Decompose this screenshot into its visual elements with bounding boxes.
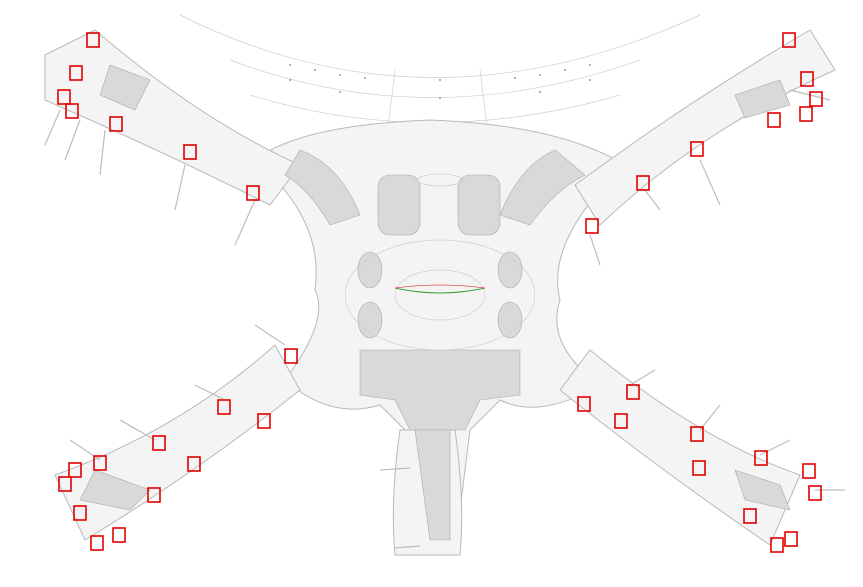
gate-marker[interactable] [799,106,813,122]
gate-marker[interactable] [743,508,757,524]
gate-marker[interactable] [690,141,704,157]
gate-marker[interactable] [782,32,796,48]
central-plaza [344,173,536,351]
approach-dots [289,64,591,99]
gate-marker[interactable] [217,399,231,415]
gate-marker[interactable] [68,462,82,478]
gate-marker[interactable] [73,505,87,521]
gate-marker[interactable] [809,91,823,107]
gate-marker[interactable] [770,537,784,553]
gate-marker[interactable] [112,527,126,543]
gate-marker[interactable] [86,32,100,48]
gate-marker[interactable] [614,413,628,429]
gate-marker[interactable] [257,413,271,429]
gate-marker[interactable] [147,487,161,503]
gate-marker[interactable] [636,175,650,191]
interior-areas [79,64,791,541]
gate-marker[interactable] [65,103,79,119]
gate-marker[interactable] [784,531,798,547]
gate-marker[interactable] [626,384,640,400]
gate-marker[interactable] [58,476,72,492]
gate-marker[interactable] [767,112,781,128]
gate-marker[interactable] [808,485,822,501]
gate-markers [57,32,823,553]
gate-marker[interactable] [69,65,83,81]
gate-marker[interactable] [284,348,298,364]
gate-marker[interactable] [690,426,704,442]
gate-marker[interactable] [90,535,104,551]
gate-marker[interactable] [577,396,591,412]
gate-marker[interactable] [800,71,814,87]
gate-marker[interactable] [692,460,706,476]
gate-marker[interactable] [802,463,816,479]
gate-marker[interactable] [585,218,599,234]
gate-marker[interactable] [57,89,71,105]
aircraft-stands [44,89,845,549]
gate-marker[interactable] [93,455,107,471]
gate-marker[interactable] [246,185,260,201]
gate-marker[interactable] [152,435,166,451]
gate-marker[interactable] [754,450,768,466]
gate-marker[interactable] [109,116,123,132]
gate-marker[interactable] [183,144,197,160]
gate-marker[interactable] [187,456,201,472]
